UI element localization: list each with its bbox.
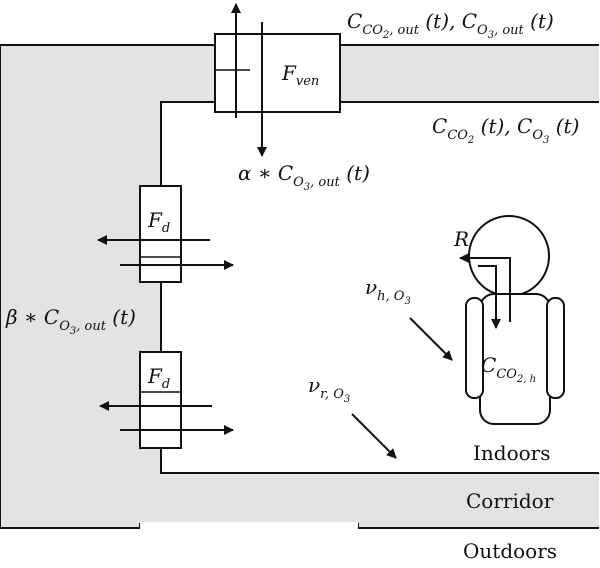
human-left-arm [465, 297, 484, 399]
lower-door [139, 351, 182, 449]
respiration-in-arrow [478, 265, 501, 329]
alpha-infiltration-label: α ∗ CO3, out (t) [238, 161, 370, 193]
ventilation-box [214, 33, 341, 113]
room-uptake-arrow [351, 413, 397, 459]
room-uptake-label: νr, O3 [308, 373, 350, 405]
corridor-label: Corridor [466, 489, 554, 513]
beta-corridor-label: β ∗ CO3, out (t) [5, 305, 136, 337]
upper-door [139, 185, 182, 283]
human-uptake-label: νh, O3 [365, 275, 411, 307]
lower-door-flow-label: Fd [147, 364, 170, 392]
respiration-label: R [453, 227, 469, 251]
ventilation-flow-label: Fven [281, 61, 319, 89]
human-right-arm [546, 297, 565, 399]
outdoor-concentration-label: CCO2, out (t), CO3, out (t) [347, 9, 554, 41]
upper-door-flow-label: Fd [147, 208, 170, 236]
human-uptake-arrow [409, 317, 453, 361]
outdoors-label: Outdoors [463, 539, 557, 563]
outdoor-opening [140, 522, 358, 532]
human-figure [459, 215, 565, 425]
indoor-concentration-label: CCO2 (t), CO3 (t) [432, 114, 579, 146]
respiration-out-arrow [459, 253, 511, 322]
indoors-label: Indoors [473, 441, 551, 465]
human-co2-label: CCO2, h [481, 353, 536, 385]
